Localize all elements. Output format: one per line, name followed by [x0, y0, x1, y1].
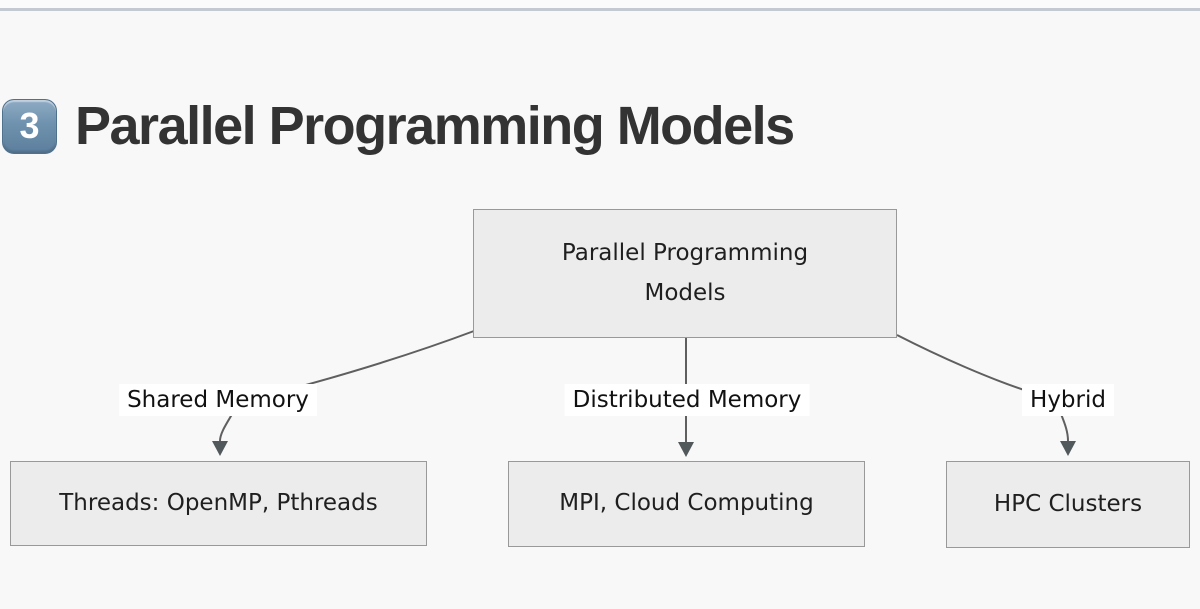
node-threads-openmp-pthreads: Threads: OpenMP, Pthreads	[10, 461, 427, 546]
node-label: MPI, Cloud Computing	[559, 490, 814, 517]
node-parallel-programming-models: Parallel Programming Models	[473, 209, 897, 338]
node-label: Threads: OpenMP, Pthreads	[59, 489, 378, 516]
node-label-line: Models	[644, 279, 726, 306]
page-top-strip	[0, 0, 1200, 8]
node-label-line: Parallel Programming	[561, 240, 809, 267]
edge-label-distributed-memory: Distributed Memory	[564, 384, 810, 416]
edge-shared-memory-arrowhead-icon	[212, 441, 228, 456]
edge-distributed-memory-arrowhead-icon	[678, 442, 694, 457]
node-mpi-cloud-computing: MPI, Cloud Computing	[508, 461, 865, 547]
top-divider	[0, 8, 1200, 11]
page-title: Parallel Programming Models	[75, 96, 795, 156]
edge-label-shared-memory: Shared Memory	[119, 384, 317, 416]
node-label: HPC Clusters	[993, 490, 1143, 517]
edge-hybrid-arrowhead-icon	[1060, 441, 1076, 456]
section-header: 3 Parallel Programming Models	[2, 95, 795, 157]
edge-label-hybrid: Hybrid	[1022, 384, 1114, 416]
node-hpc-clusters: HPC Clusters	[946, 461, 1190, 548]
keycap-3-emoji-icon: 3	[2, 98, 57, 154]
